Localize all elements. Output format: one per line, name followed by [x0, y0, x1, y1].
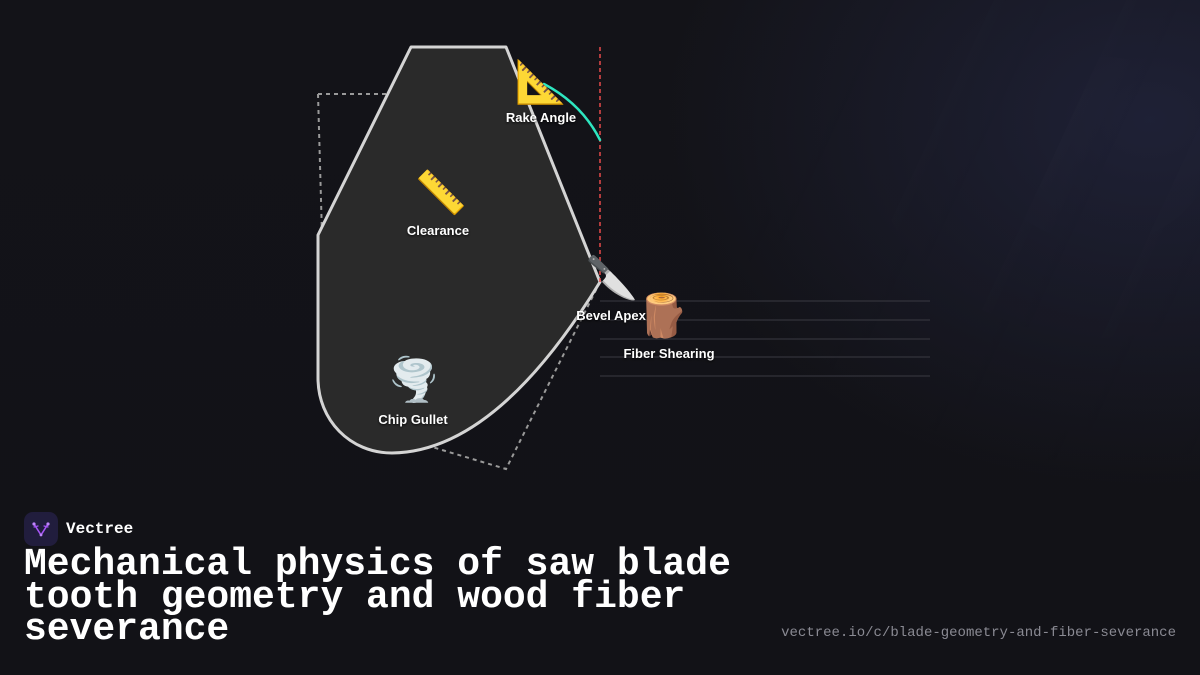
ruler-icon: 📏 — [414, 168, 468, 217]
wood-log-icon: 🪵 — [636, 291, 690, 340]
knife-icon: 🔪 — [585, 253, 639, 302]
rake-angle-arc — [542, 82, 602, 142]
chip-gullet-label: Chip Gullet — [378, 412, 448, 427]
tornado-icon: 🌪️ — [387, 355, 441, 404]
bevel-apex-label: Bevel Apex — [576, 308, 646, 323]
tooth-body — [316, 45, 602, 455]
rake-angle-label: Rake Angle — [505, 110, 577, 125]
triangle-ruler-icon: 📐 — [514, 57, 568, 106]
wood-fibers — [600, 300, 930, 377]
clearance-label: Clearance — [406, 223, 470, 238]
vectree-logo-icon — [32, 522, 50, 537]
fiber-shearing-label: Fiber Shearing — [623, 346, 715, 361]
page-title: Mechanical physics of saw blade tooth ge… — [24, 543, 731, 651]
brand-logo — [24, 512, 58, 546]
brand-name: Vectree — [66, 520, 134, 538]
ghost-tooth-outline — [317, 93, 601, 471]
source-url[interactable]: vectree.io/c/blade-geometry-and-fiber-se… — [781, 625, 1176, 641]
brand: Vectree — [24, 512, 133, 546]
